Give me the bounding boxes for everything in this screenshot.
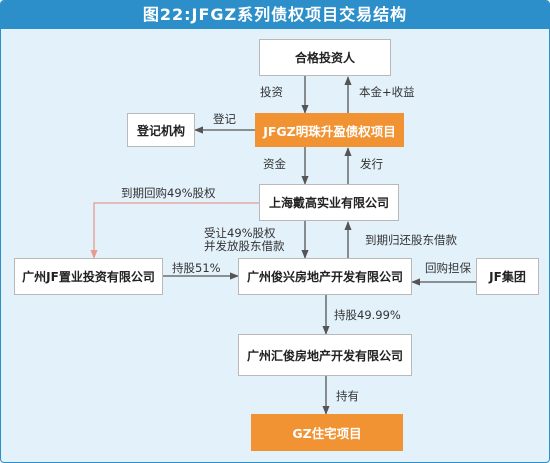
label-register: 登记 — [213, 112, 236, 126]
node-jf-group: JF集团 — [476, 258, 539, 295]
label-transfer-line1: 受让49%股权 — [204, 226, 276, 240]
label-hold: 持有 — [336, 389, 359, 403]
label-funds: 资金 — [263, 157, 286, 171]
node-junxing: 广州俊兴房地产开发有限公司 — [238, 258, 412, 295]
label-hold51: 持股51% — [172, 261, 221, 275]
label-repay: 到期归还股东借款 — [365, 233, 457, 247]
label-invest: 投资 — [260, 85, 283, 99]
label-repurchase: 到期回购49%股权 — [121, 186, 216, 200]
node-shanghai: 上海戴高实业有限公司 — [259, 184, 399, 221]
node-huijun: 广州汇俊房地产开发有限公司 — [238, 334, 412, 376]
label-principal-income: 本金+收益 — [359, 85, 415, 99]
node-gz-project: GZ住宅项目 — [251, 414, 403, 451]
node-product: JFGZ明珠升盈债权项目 — [255, 113, 404, 147]
label-guarantee: 回购担保 — [425, 261, 471, 275]
label-issue: 发行 — [360, 157, 383, 171]
label-hold4999: 持股49.99% — [334, 308, 401, 322]
arrow-repurchase — [90, 202, 259, 259]
node-jf-zhiye: 广州JF置业投资有限公司 — [14, 258, 163, 295]
label-transfer-line2: 并发放股东借款 — [204, 239, 285, 253]
node-investor: 合格投资人 — [259, 39, 391, 76]
diagram-title: 图22:JFGZ系列债权项目交易结构 — [1, 1, 549, 29]
node-registry: 登记机构 — [127, 113, 195, 147]
